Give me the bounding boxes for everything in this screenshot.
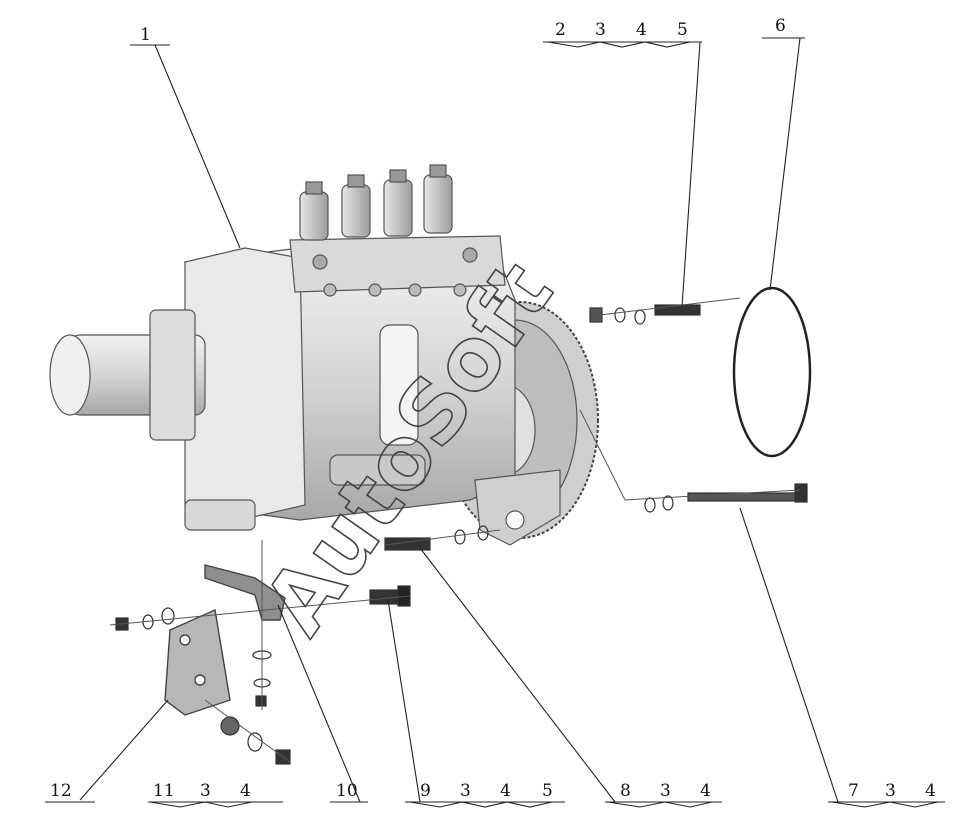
callout-7-part-a: 3 — [885, 781, 896, 801]
callout-11-part-b: 4 — [240, 781, 251, 801]
callout-9-part-c: 5 — [542, 781, 553, 801]
callout-2: 2 — [555, 20, 566, 40]
callout-9-part-b: 4 — [500, 781, 511, 801]
governor-housing — [49, 309, 206, 441]
callout-8-part-a: 3 — [660, 781, 671, 801]
callout-1: 1 — [140, 25, 151, 45]
callout-8-part-b: 4 — [700, 781, 711, 801]
callout-labels: 1 2 3 4 5 6 12 11 3 4 10 9 3 4 5 8 3 4 7… — [50, 16, 936, 801]
callout-2-part-b: 4 — [636, 20, 647, 40]
callout-11-part-a: 3 — [200, 781, 211, 801]
callout-8: 8 — [620, 781, 631, 801]
mounting-plate — [164, 608, 231, 716]
callout-11: 11 — [153, 781, 175, 801]
leader-lines — [45, 37, 945, 808]
callout-9-part-a: 3 — [460, 781, 471, 801]
callout-7-part-b: 4 — [925, 781, 936, 801]
callout-6: 6 — [775, 16, 786, 36]
callout-12: 12 — [50, 781, 72, 801]
fasteners — [115, 286, 812, 765]
callout-7: 7 — [848, 781, 859, 801]
callout-2-part-a: 3 — [595, 20, 606, 40]
callout-9: 9 — [420, 781, 431, 801]
injection-pump-assembly — [49, 164, 599, 546]
callout-2-part-c: 5 — [677, 20, 688, 40]
assembly-axis-lines — [109, 297, 801, 763]
support-bracket — [204, 564, 286, 621]
delivery-valves — [299, 164, 453, 241]
callout-10: 10 — [336, 781, 358, 801]
